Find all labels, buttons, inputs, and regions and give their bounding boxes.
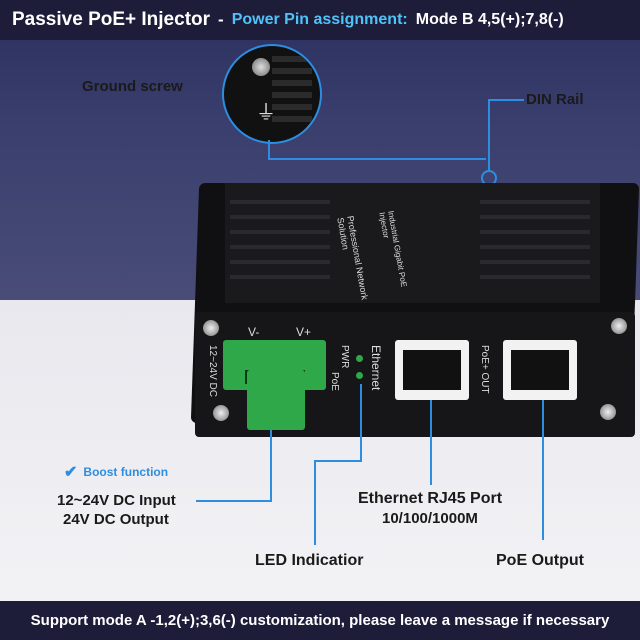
dc-input-label-line2: 24V DC Output: [63, 511, 169, 528]
title-separator: -: [218, 10, 224, 29]
heatsink-rib: [480, 230, 590, 234]
title-mode: Mode B 4,5(+);7,8(-): [415, 11, 564, 28]
poe-label: PoE: [329, 372, 340, 391]
heatsink-rib: [480, 200, 590, 204]
v-minus-label: V-: [248, 325, 260, 339]
ethernet-rj45-port: [395, 340, 469, 400]
ethernet-port-label: Ethernet: [369, 345, 383, 391]
poe-output-line: [542, 400, 544, 540]
led-line-v2: [314, 460, 316, 545]
dc-input-line-h: [196, 500, 272, 502]
heatsink-rib: [230, 260, 330, 264]
led-line-h: [314, 460, 362, 462]
pwr-label: PWR: [339, 345, 350, 369]
heatsink-rib: [480, 275, 590, 279]
flange-screw-icon: [213, 405, 229, 421]
poe-output-label: PoE Output: [496, 552, 584, 569]
heatsink-rib: [480, 245, 590, 249]
ethernet-label-line2: 10/100/1000M: [382, 510, 478, 527]
ground-screw-icon: [252, 58, 270, 76]
dc-input-line-v: [270, 430, 272, 502]
heatsink-rib: [480, 215, 590, 219]
led-line-v: [360, 384, 362, 462]
title-highlight: Power Pin assignment:: [231, 11, 408, 28]
heatsink-rib: [230, 200, 330, 204]
led-icon: [356, 355, 363, 362]
ethernet-line: [430, 400, 432, 485]
heatsink-rib: [230, 215, 330, 219]
footer-text: Support mode A -1,2(+);3,6(-) customizat…: [30, 612, 610, 629]
ground-screw-line-v: [268, 140, 270, 160]
ethernet-label-line1: Ethernet RJ45 Port: [358, 490, 503, 507]
flange-screw-icon: [203, 320, 219, 336]
title-bar: Passive PoE+ Injector - Power Pin assign…: [0, 0, 640, 40]
din-rail-label: DIN Rail: [526, 91, 584, 108]
dc-range-label: 12~24V DC: [207, 345, 218, 397]
dc-input-label-line1: 12~24V DC Input: [57, 492, 176, 509]
din-rail-line-v: [488, 99, 490, 171]
heatsink-rib: [230, 230, 330, 234]
heatsink-rib: [480, 260, 590, 264]
poe-output-rj45-port: [503, 340, 577, 400]
din-rail-line-h: [488, 99, 524, 101]
checkmark-icon: ✔: [64, 464, 78, 481]
boost-function-note: ✔ Boost function: [64, 462, 168, 482]
dc-terminal-plug: [247, 370, 305, 430]
ground-screw-line-h: [268, 158, 486, 160]
boost-label: Boost function: [83, 465, 169, 479]
led-icon: [356, 372, 363, 379]
led-indicator-label: LED Indicatior: [255, 552, 364, 569]
poe-out-label: PoE+ OUT: [479, 345, 490, 394]
v-plus-label: V+: [296, 325, 312, 339]
ground-screw-zoom: ⏚: [222, 44, 322, 144]
heatsink-rib: [230, 275, 330, 279]
footer-bar: Support mode A -1,2(+);3,6(-) customizat…: [0, 601, 640, 640]
heatsink-rib: [230, 245, 330, 249]
ground-screw-label: Ground screw: [82, 78, 183, 95]
flange-screw-icon: [611, 318, 627, 334]
ground-symbol-icon: ⏚: [256, 102, 276, 124]
title-main: Passive PoE+ Injector: [12, 9, 211, 30]
flange-screw-icon: [600, 404, 616, 420]
